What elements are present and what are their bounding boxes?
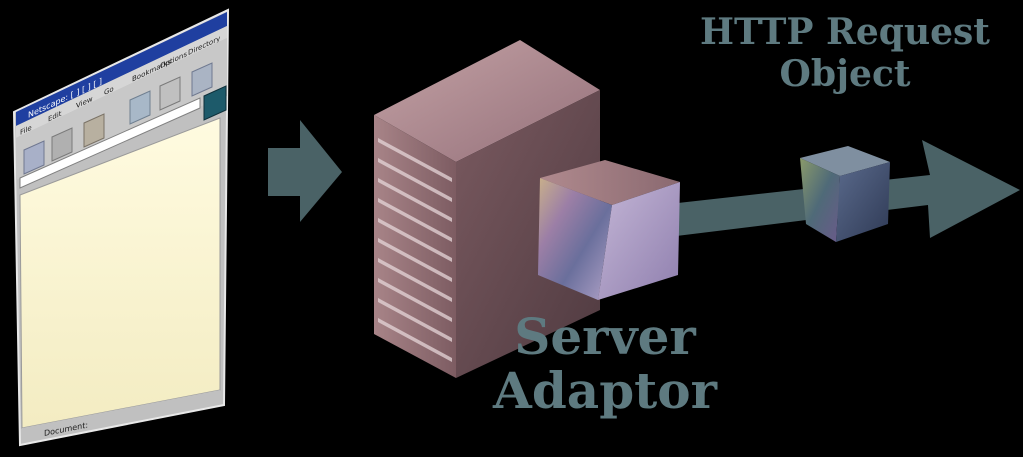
reload-button-icon: [129, 90, 151, 125]
server-side-face: [456, 90, 600, 378]
server-vent-slat: [378, 278, 452, 322]
request-arrow: [268, 120, 342, 222]
forward-button-icon: [51, 127, 73, 162]
http-request-label-line2: Object: [779, 53, 911, 95]
browser-statusbar: [22, 390, 220, 442]
netscape-logo: [203, 85, 227, 121]
request-cube-top: [800, 146, 890, 176]
server-vent-slat: [378, 218, 452, 262]
request-cube-side: [836, 162, 890, 242]
server-vent-slat: [378, 298, 452, 342]
browser-menubar: [16, 26, 227, 138]
server-vent-slat: [378, 178, 452, 222]
browser-address-bar: [19, 97, 201, 189]
adaptor-top-face: [540, 160, 680, 205]
server-vent-slat: [378, 318, 452, 362]
adaptor-side-face: [598, 182, 680, 300]
print-button-icon: [191, 62, 213, 97]
server-vent-slat: [378, 198, 452, 242]
server-adaptor-cube: [538, 160, 680, 300]
back-button-icon: [23, 140, 45, 175]
server-vent-slat: [378, 158, 452, 202]
server-adaptor-label-line2: Adaptor: [493, 361, 717, 420]
server-vent-slat: [378, 238, 452, 282]
request-cube-front: [800, 158, 840, 242]
server-vent-slat: [378, 138, 452, 182]
browser-menu-item: Go: [104, 84, 114, 97]
images-button-icon: [159, 76, 181, 111]
server-vent-slat: [378, 258, 452, 302]
adaptor-front-face: [538, 178, 612, 300]
browser-window: Netscape: [ ] [ ] [ ] FileEditViewGoBook…: [12, 8, 230, 447]
http-request-label-line1: HTTP Request: [700, 11, 990, 53]
http-request-object-label: HTTP Request Object: [690, 14, 1000, 98]
server-adaptor-label: Server Adaptor: [470, 312, 740, 420]
browser-titlebar: [16, 12, 227, 126]
server-tower: [374, 40, 600, 378]
server-vents: [378, 138, 452, 362]
server-top-face: [374, 40, 600, 162]
http-request-object-cube: [800, 146, 890, 242]
home-button-icon: [83, 113, 105, 148]
toolbar-buttons: [23, 62, 213, 175]
server-adaptor-label-line1: Server: [514, 307, 696, 366]
